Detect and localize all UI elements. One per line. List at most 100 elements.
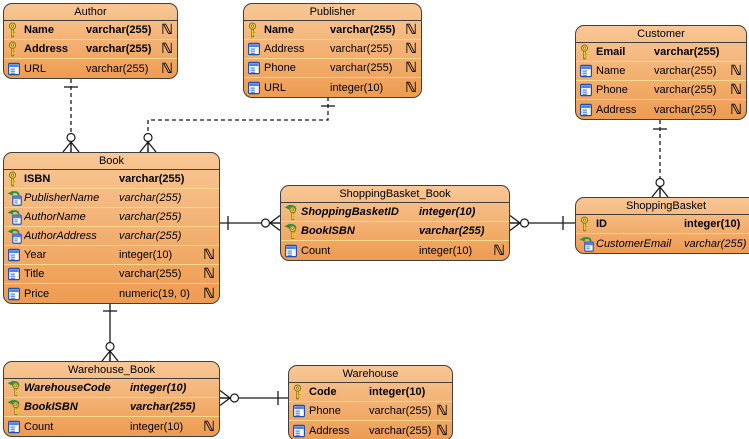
table-row[interactable]: Count integer(10) ℕ [281, 241, 509, 260]
table-row[interactable]: AuthorAddress varchar(255) [4, 227, 219, 246]
entity-customer[interactable]: Customer Email varchar(255) Name varchar… [575, 25, 747, 120]
table-row[interactable]: URL integer(10) ℕ [244, 78, 421, 97]
column-name: Phone [596, 84, 628, 96]
table-row[interactable]: Code integer(10) [289, 383, 452, 402]
column-name: CustomerEmail [596, 237, 672, 250]
table-row[interactable]: PublisherName varchar(255) [4, 189, 219, 208]
table-row[interactable]: ID integer(10) [576, 215, 749, 234]
relationship-publisher-book[interactable] [139, 97, 335, 153]
table-row[interactable]: Email varchar(255) [576, 43, 746, 62]
column-type: varchar(255) [119, 173, 185, 185]
column-type: integer(10) [119, 249, 173, 261]
column-icon [8, 248, 20, 262]
relationship-book-warehousebook[interactable] [101, 304, 119, 362]
column-type: varchar(255) [86, 43, 152, 55]
table-row[interactable]: ShoppingBasketID integer(10) [281, 203, 509, 222]
table-row[interactable]: ISBN varchar(255) [4, 170, 219, 189]
cardinality-zero-circle [66, 132, 76, 143]
table-row[interactable]: CustomerEmail varchar(255) [576, 234, 749, 253]
table-row[interactable]: WarehouseCode integer(10) [4, 379, 219, 398]
column-name: BookISBN [24, 401, 78, 413]
table-row[interactable]: Year integer(10) ℕ [4, 246, 219, 265]
column-icon [579, 64, 593, 78]
entity-warehouse-book[interactable]: Warehouse_Book WarehouseCode integer(10)… [3, 361, 220, 437]
column-type: integer(10) [330, 81, 384, 94]
relationship-book-shoppingbasketbook[interactable] [220, 214, 281, 232]
table-row[interactable]: Address varchar(255) ℕ [289, 421, 452, 439]
nullable-icon: ℕ [405, 79, 417, 96]
relationship-customer-shoppingbasket[interactable] [651, 120, 669, 198]
table-row[interactable]: Address varchar(255) ℕ [4, 40, 177, 59]
table-row[interactable]: BookISBN varchar(255) [4, 398, 219, 417]
foreign-key-icon [6, 228, 22, 244]
table-row[interactable]: Name varchar(255) ℕ [576, 62, 746, 81]
column-name: Name [596, 65, 626, 77]
foreign-key-icon [6, 209, 22, 225]
crow-foot-many [509, 214, 521, 232]
table-row[interactable]: Name varchar(255) ℕ [4, 21, 177, 40]
column-type: varchar(255) [684, 237, 747, 250]
column-type: varchar(255) [419, 225, 485, 237]
crow-foot-many [62, 141, 80, 153]
cardinality-zero-circle [229, 393, 240, 403]
table-row[interactable]: BookISBN varchar(255) [281, 222, 509, 241]
nullable-icon: ℕ [436, 422, 448, 439]
relationship-shoppingbasket-shoppingbasketbook[interactable] [509, 214, 575, 232]
nullable-icon: ℕ [730, 63, 742, 79]
column-name: Name [24, 24, 54, 36]
column-name: Count [301, 244, 331, 257]
relationship-author-book[interactable] [62, 79, 80, 153]
column-type: numeric(19, 0) [119, 287, 190, 300]
table-row[interactable]: Phone varchar(255) ℕ [244, 59, 421, 78]
entity-warehouse[interactable]: Warehouse Code integer(10) Phone varchar… [288, 365, 453, 439]
table-row[interactable]: Phone varchar(255) ℕ [289, 402, 452, 421]
table-row[interactable]: Count integer(10) ℕ [4, 417, 219, 436]
column-type: varchar(255) [654, 46, 720, 58]
table-row[interactable]: Address varchar(255) ℕ [244, 40, 421, 59]
primary-key-icon [579, 216, 590, 232]
entity-title: Book [4, 153, 219, 170]
entity-shoppingbasket[interactable]: ShoppingBasket ID integer(10) CustomerEm… [575, 197, 749, 254]
nullable-icon: ℕ [203, 247, 215, 263]
nullable-icon: ℕ [203, 285, 215, 302]
crow-foot-many [139, 141, 157, 153]
column-name: Phone [264, 62, 296, 74]
column-type: varchar(255) [330, 24, 396, 36]
entity-book[interactable]: Book ISBN varchar(255) PublisherName var… [3, 152, 220, 304]
table-row[interactable]: Phone varchar(255) ℕ [576, 81, 746, 100]
nullable-icon: ℕ [405, 60, 417, 76]
column-name: Address [264, 43, 305, 55]
column-icon [8, 287, 20, 300]
table-row[interactable]: Name varchar(255) ℕ [244, 21, 421, 40]
table-row[interactable]: Address varchar(255) ℕ [576, 100, 746, 119]
table-row[interactable]: Title varchar(255) ℕ [4, 265, 219, 284]
column-name: Price [24, 287, 50, 300]
column-name: Code [309, 386, 337, 398]
cardinality-zero-circle [143, 132, 153, 143]
column-type: integer(10) [369, 386, 426, 398]
nullable-icon: ℕ [436, 403, 448, 419]
column-name: Address [24, 43, 69, 55]
column-name: BookISBN [301, 225, 355, 237]
entity-publisher[interactable]: Publisher Name varchar(255) ℕ Address va… [243, 3, 422, 98]
entity-shoppingbasket-book[interactable]: ShoppingBasket_Book ShoppingBasketID int… [280, 185, 510, 261]
column-type: varchar(255) [119, 230, 182, 242]
column-type: varchar(255) [654, 65, 717, 77]
crow-foot-many [219, 389, 231, 407]
entity-author[interactable]: Author Name varchar(255) ℕ Address varch… [3, 3, 178, 79]
entity-title: ShoppingBasket [576, 198, 749, 215]
cardinality-zero-circle [655, 177, 665, 188]
table-row[interactable]: URL varchar(255) ℕ [4, 59, 177, 78]
column-name: Year [24, 249, 47, 261]
cardinality-zero-circle [105, 341, 115, 352]
column-type: varchar(255) [86, 62, 149, 75]
nullable-icon: ℕ [203, 266, 215, 282]
column-type: integer(10) [130, 382, 187, 394]
entity-title: Warehouse [289, 366, 452, 383]
table-row[interactable]: Price numeric(19, 0) ℕ [4, 284, 219, 303]
primary-key-icon [7, 41, 18, 57]
table-row[interactable]: AuthorName varchar(255) [4, 208, 219, 227]
relationship-warehouse-warehousebook[interactable] [219, 389, 288, 407]
nullable-icon: ℕ [405, 22, 417, 38]
